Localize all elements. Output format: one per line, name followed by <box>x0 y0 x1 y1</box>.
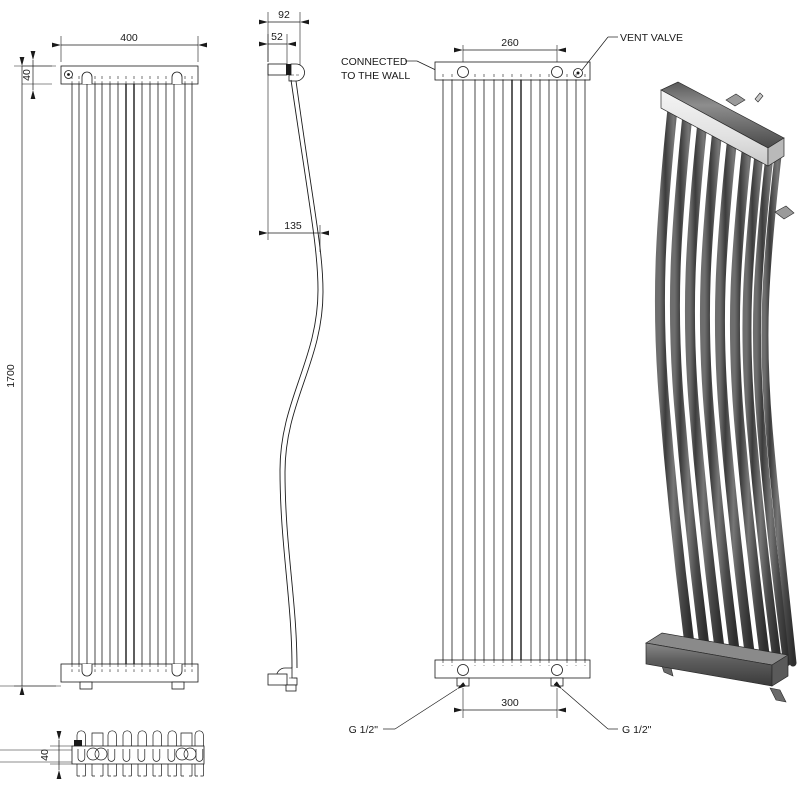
rear-outlet-left <box>457 664 469 676</box>
annotation-thread-right-label: G 1/2" <box>622 724 652 736</box>
iso-tube-7 <box>742 140 782 665</box>
dim-depth-52-label: 52 <box>271 31 283 43</box>
front-valve-boss-right <box>171 71 183 84</box>
dim-depth-92-label: 92 <box>278 9 290 21</box>
dim-valve-260-label: 260 <box>501 37 519 49</box>
rear-bottom-header <box>434 659 591 679</box>
iso-tube-8 <box>752 147 791 666</box>
front-bottom-header <box>60 663 199 683</box>
view-rear-elevation: 260 <box>349 37 652 736</box>
rear-tube-group <box>442 74 586 660</box>
annotation-connected-to-wall: CONNECTED TO THE WALL <box>341 56 471 82</box>
view-side-elevation: 92 52 135 <box>259 9 329 692</box>
dim-wave-135: 135 <box>259 64 329 252</box>
iso-tube-1 <box>654 99 695 653</box>
rear-valve-right <box>551 66 563 78</box>
side-foot <box>285 684 297 692</box>
dim-wave-135-label: 135 <box>284 220 302 232</box>
dim-section-40: 40 <box>39 731 72 779</box>
dim-height-1700: 1700 <box>5 57 56 695</box>
view-front-elevation: 400 40 1700 <box>0 32 207 695</box>
side-wall-bracket-top <box>267 63 288 76</box>
dim-depth-52: 52 <box>259 31 296 64</box>
plan-wall-connector <box>74 740 82 746</box>
iso-top-rail-end <box>767 137 785 167</box>
dim-header-40: 40 <box>21 51 52 99</box>
front-outlet-left <box>81 664 93 677</box>
iso-bottom-foot-right <box>769 687 787 703</box>
front-foot-left <box>79 681 93 690</box>
dim-connection-300: 300 <box>454 688 566 718</box>
front-outlet-right <box>171 664 183 677</box>
front-foot-right <box>171 681 185 690</box>
annotation-vent-valve: VENT VALVE <box>581 32 683 71</box>
iso-top-valve-right <box>774 205 795 220</box>
view-plan-section: 40 <box>0 730 205 779</box>
iso-tube-4 <box>699 119 740 659</box>
rear-outlet-right <box>551 664 563 676</box>
view-isometric-3d <box>645 81 797 703</box>
iso-bottom-rail <box>645 632 789 703</box>
annotation-thread-left: G 1/2" <box>349 682 466 736</box>
front-top-header <box>60 65 199 85</box>
annotation-thread-right: G 1/2" <box>553 681 652 736</box>
rear-valve-left <box>457 66 469 78</box>
iso-bottom-rail-end <box>771 654 789 687</box>
side-wave-profile-inner <box>284 80 324 669</box>
iso-top-rail <box>660 81 795 220</box>
rear-foot-right <box>550 677 564 687</box>
plan-tube-stubs-upper <box>76 730 204 746</box>
iso-tube-5 <box>714 126 755 661</box>
side-wall-bracket-bottom <box>267 673 288 686</box>
front-valve-boss-left <box>81 71 93 84</box>
iso-tube-6 <box>729 133 770 663</box>
annotation-vent-valve-label: VENT VALVE <box>620 32 683 44</box>
side-header-top <box>288 63 305 82</box>
annotation-wall-line2: TO THE WALL <box>341 70 410 82</box>
iso-tube-3 <box>684 112 725 657</box>
iso-tube-9 <box>761 152 797 667</box>
rear-foot-left <box>456 677 470 687</box>
dim-height-1700-label: 1700 <box>5 364 17 388</box>
dim-section-40-label: 40 <box>39 749 51 761</box>
dim-connection-300-label: 300 <box>501 697 519 709</box>
iso-top-valve-left <box>725 93 746 107</box>
dim-width-400: 400 <box>52 32 207 62</box>
side-wave-profile-outer <box>279 79 319 669</box>
iso-tube-group <box>654 99 797 667</box>
iso-tube-2 <box>669 105 710 655</box>
annotation-wall-line1: CONNECTED <box>341 56 408 68</box>
front-tube-group <box>71 76 193 664</box>
plan-tube-sections <box>77 747 204 762</box>
dim-width-400-label: 400 <box>120 32 138 44</box>
annotation-thread-left-label: G 1/2" <box>349 724 379 736</box>
side-wall-plate-top <box>286 64 291 75</box>
plan-tube-stubs-lower <box>76 764 204 777</box>
dim-header-40-label: 40 <box>21 69 33 81</box>
